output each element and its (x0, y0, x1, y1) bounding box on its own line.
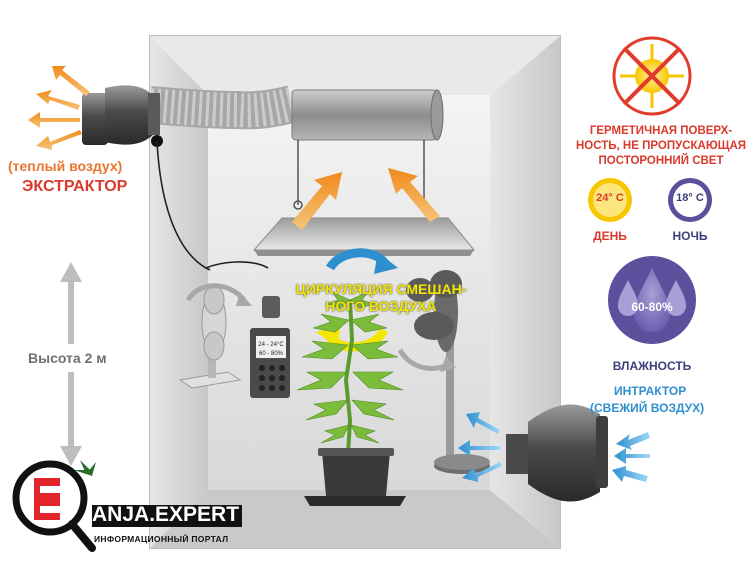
cool-air-arrows-in (458, 412, 502, 482)
warm-air-arrows-left (28, 66, 90, 150)
intractor-note: (СВЕЖИЙ ВОЗДУХ) (590, 401, 705, 415)
extractor-fan (82, 85, 163, 147)
clip-fan (178, 283, 252, 389)
no-light-icon (612, 36, 692, 116)
extractor-note: (теплый воздух) (8, 158, 123, 174)
height-label: Высота 2 м (28, 350, 107, 366)
humidity-value: 60-80% (631, 300, 673, 314)
height-arrow (60, 262, 82, 466)
day-temp: 24° C (596, 192, 624, 204)
moon-badge (668, 178, 712, 222)
sun-badge (588, 178, 632, 222)
circulation-line-2: НОГО ВОЗДУХА (325, 298, 437, 314)
night-label: НОЧЬ (672, 229, 708, 243)
circulation-line-1: ЦИРКУЛЯЦИЯ СМЕШАН- (295, 281, 467, 297)
tent-ceiling (150, 36, 560, 95)
sealed-line-3: ПОСТОРОННИЙ СВЕТ (598, 155, 724, 167)
day-label: ДЕНЬ (593, 229, 627, 243)
sealed-line-2: НОСТЬ, НЕ ПРОПУСКАЮЩАЯ (575, 140, 747, 152)
logo-subtitle: ИНФОРМАЦИОННЫЙ ПОРТАЛ (94, 534, 229, 544)
logo-wordmark: ANJA.EXPERT (92, 503, 239, 527)
ganja-expert-logo (12, 460, 242, 552)
controller-humidity: 60 - 80% (259, 351, 284, 357)
humidity-label: ВЛАЖНОСТЬ (612, 359, 692, 373)
power-cable (156, 140, 211, 271)
circulation-label: ЦИРКУЛЯЦИЯ СМЕШАН- НОГО ВОЗДУХА (276, 281, 486, 315)
logo-letters: ANJA (92, 503, 150, 526)
climate-controller: 24 - 24°C 60 - 80% (250, 296, 290, 398)
warm-air-arrows-lamp (292, 168, 440, 230)
night-temp: 18° C (676, 192, 704, 204)
leaf-icon (74, 460, 96, 476)
sealed-surface-label: ГЕРМЕТИЧНАЯ ПОВЕРХ- НОСТЬ, НЕ ПРОПУСКАЮЩ… (568, 124, 754, 169)
extractor-title: ЭКСТРАКТОР (22, 178, 128, 195)
intractor-title: ИНТРАКТОР (614, 384, 687, 398)
tent-left-wall (150, 36, 208, 548)
pedestal-fan (397, 270, 490, 474)
cool-air-arrows-out (612, 432, 650, 482)
sealed-line-1: ГЕРМЕТИЧНАЯ ПОВЕРХ- (589, 125, 733, 137)
controller-temp: 24 - 24°C (258, 342, 284, 348)
air-duct (148, 85, 444, 141)
plant (296, 291, 404, 456)
tent-floor (150, 490, 560, 548)
humidity-icon (608, 256, 696, 344)
logo-tld: EXPERT (155, 503, 240, 526)
logo-dot: . (149, 503, 156, 526)
intractor-fan (506, 404, 608, 502)
plant-pot (304, 448, 406, 506)
